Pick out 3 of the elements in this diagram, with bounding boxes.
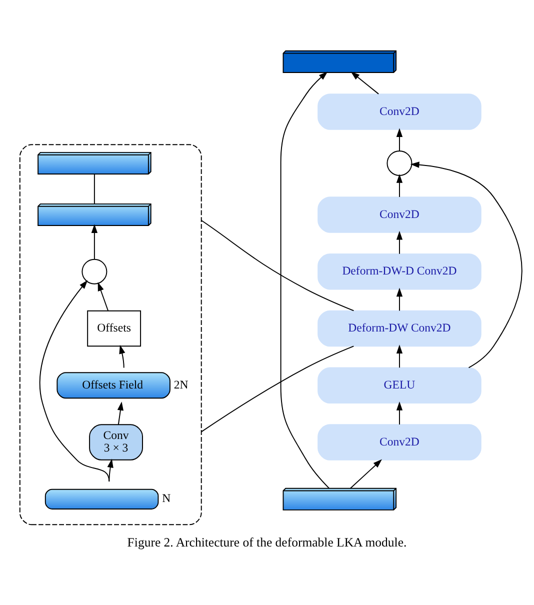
node-label: 2N: [174, 378, 188, 392]
node-label: N: [162, 492, 171, 506]
caption: Figure 2. Architecture of the deformable LKA module.: [127, 536, 407, 550]
